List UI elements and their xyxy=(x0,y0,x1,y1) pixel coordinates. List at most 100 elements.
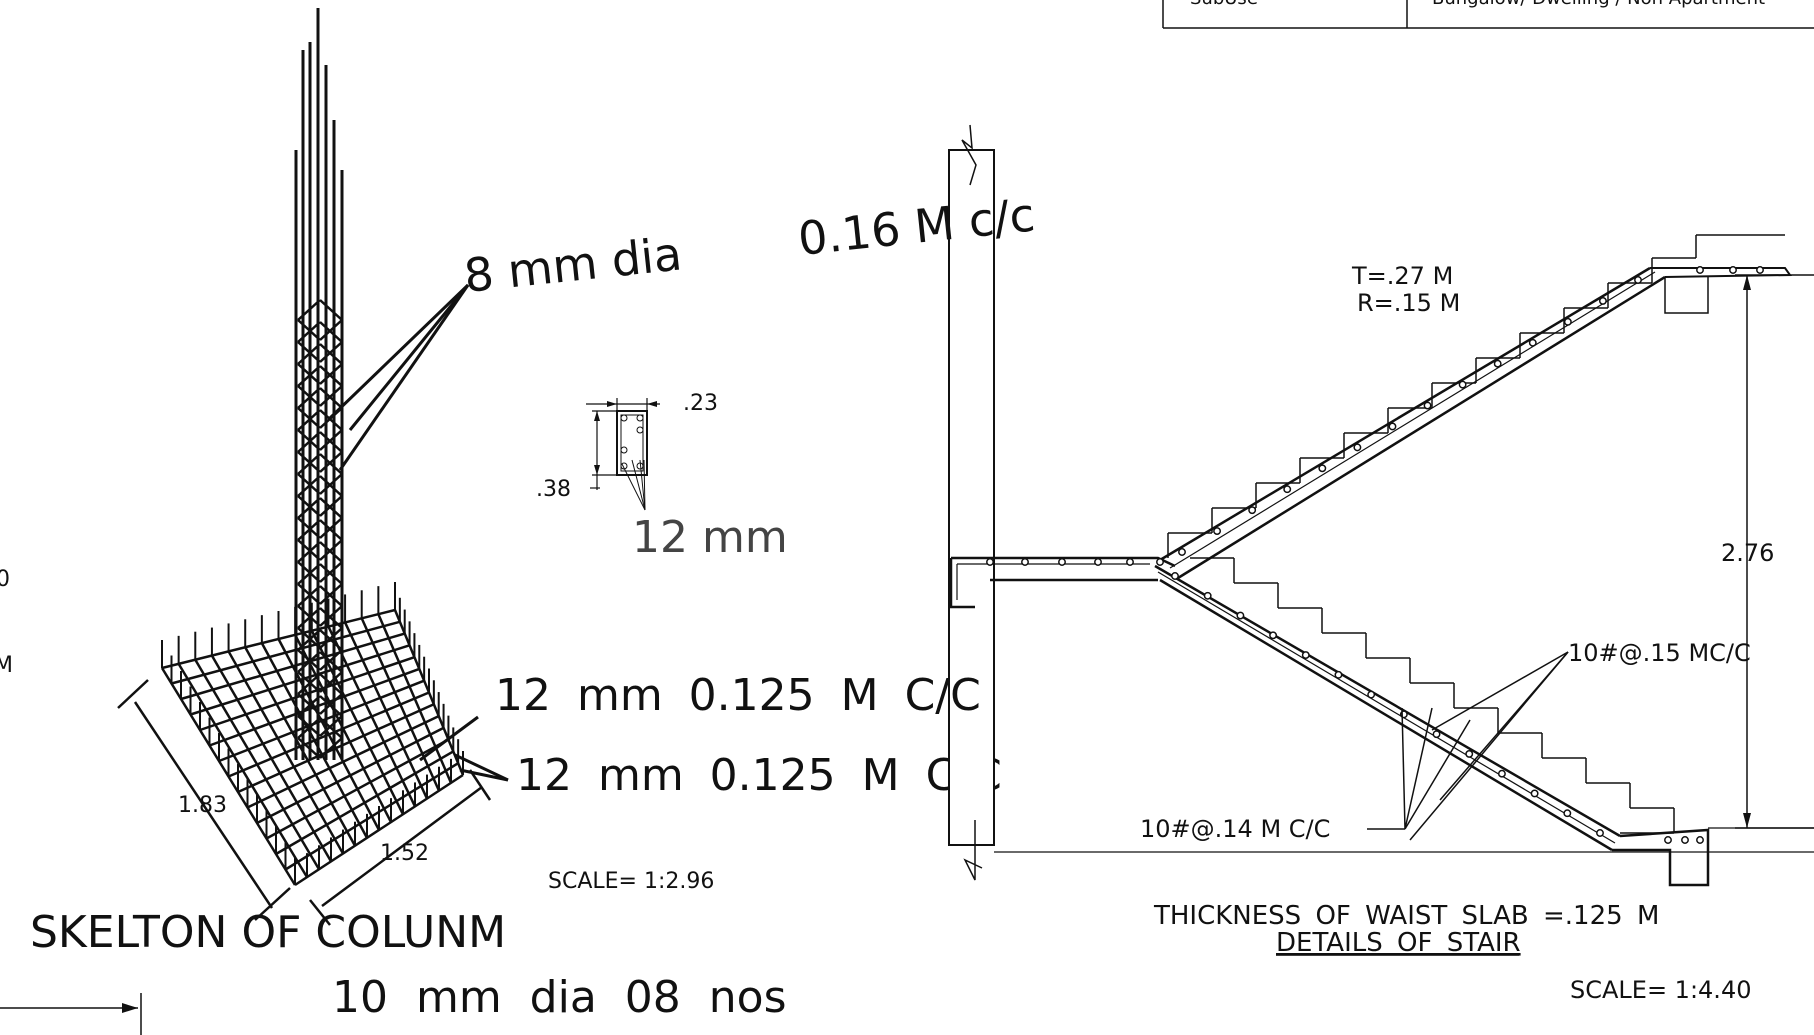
stirrup xyxy=(297,671,321,693)
column-leaders xyxy=(328,283,509,782)
rebar-dot xyxy=(1318,464,1327,473)
stirrup xyxy=(319,693,343,715)
stirrup xyxy=(297,431,321,453)
rebar-dot xyxy=(1634,276,1642,284)
stirrup xyxy=(319,319,343,341)
bar-top-label: 10#@.15 MC/C xyxy=(1568,639,1751,667)
stirrup xyxy=(319,671,343,693)
stirrup xyxy=(319,341,343,363)
stirrup xyxy=(319,495,343,517)
stirrup xyxy=(297,453,321,475)
stirrup xyxy=(297,605,321,627)
stirrup xyxy=(297,385,321,407)
stirrup xyxy=(297,497,321,519)
rebar-dot xyxy=(1598,296,1607,305)
stirrup xyxy=(319,409,343,431)
stair-scale: SCALE= 1:4.40 xyxy=(1570,976,1751,1004)
stirrup xyxy=(297,651,321,673)
stirrup xyxy=(319,365,343,387)
stirrup xyxy=(319,607,343,629)
mesh-label-1: 12 mm 0.125 M C/C xyxy=(495,670,981,721)
stirrup xyxy=(319,343,343,365)
rebar-dot xyxy=(1563,809,1572,818)
column-section xyxy=(586,398,660,511)
stirrup xyxy=(319,475,343,497)
stair-steps-lower xyxy=(1190,557,1675,834)
stirrup xyxy=(297,629,321,651)
rebar-dot xyxy=(1301,651,1310,660)
stirrup xyxy=(297,363,321,385)
section-depth-label: .38 xyxy=(536,477,571,502)
stirrup xyxy=(319,715,343,737)
mesh-bar xyxy=(265,738,450,840)
rebar-dot xyxy=(1756,266,1764,274)
rebar-dot xyxy=(986,558,994,566)
stirrup xyxy=(297,343,321,365)
rebar-dot xyxy=(1021,558,1029,566)
bar-bottom-label: 10#@.14 M C/C xyxy=(1140,815,1330,843)
stirrup xyxy=(297,407,321,429)
title-block-value: Bungalow/ Dwelling / Non Apartment xyxy=(1432,0,1765,9)
stirrup xyxy=(319,737,343,759)
stirrup xyxy=(297,517,321,539)
stair-leaders xyxy=(1367,651,1569,841)
stirrup xyxy=(297,627,321,649)
stirrup xyxy=(319,563,343,585)
rebar-dot xyxy=(1094,558,1102,566)
rebar-dot xyxy=(1530,789,1539,798)
stirrup xyxy=(297,519,321,541)
rebar-dot xyxy=(1458,380,1467,389)
footing-dimensions xyxy=(117,679,492,926)
rebar-dot xyxy=(1269,631,1278,640)
rebar-dot xyxy=(1497,769,1506,778)
edge-fragment-top: 0 xyxy=(0,567,10,592)
stirrup xyxy=(319,299,343,321)
stirrup xyxy=(319,431,343,453)
stirrup xyxy=(297,541,321,563)
rebar-dot xyxy=(1563,317,1572,326)
stirrup xyxy=(319,453,343,475)
tread-label: T=.27 M xyxy=(1351,262,1453,290)
stirrup xyxy=(297,585,321,607)
stirrup xyxy=(297,451,321,473)
footing-mesh xyxy=(160,582,465,887)
left-edge-fragments: 0 M xyxy=(0,567,142,1035)
rebar-dot xyxy=(1203,591,1212,600)
stirrup xyxy=(319,649,343,671)
rebar-dot xyxy=(1353,443,1362,452)
stirrup xyxy=(297,341,321,363)
stirrup xyxy=(297,473,321,495)
riser-label: R=.15 M xyxy=(1357,289,1460,317)
stirrup xyxy=(297,695,321,717)
mesh-bar xyxy=(237,703,435,794)
stirrup xyxy=(297,715,321,737)
stirrup xyxy=(319,387,343,409)
stirrup xyxy=(297,583,321,605)
rebar-dot xyxy=(1423,401,1432,410)
stirrup xyxy=(297,717,321,739)
stirrup xyxy=(319,695,343,717)
rebar-dot xyxy=(1283,485,1292,494)
stair-rebars xyxy=(986,266,1764,844)
stirrup xyxy=(319,627,343,649)
mesh-bar xyxy=(343,621,429,800)
column-cage xyxy=(294,8,344,760)
stirrup xyxy=(319,363,343,385)
mesh-bar xyxy=(377,613,453,784)
rebar-dot xyxy=(1236,611,1245,620)
rebar-dot xyxy=(1058,558,1066,566)
stirrup xyxy=(297,561,321,583)
mesh-bar xyxy=(284,762,459,871)
rebar-dot xyxy=(1126,558,1134,566)
wall-section xyxy=(948,124,995,881)
stirrup xyxy=(319,561,343,583)
rebar-dot xyxy=(1596,829,1604,837)
column-title: SKELTON OF COLUNM xyxy=(30,907,506,958)
stirrup xyxy=(297,299,321,321)
mesh-label-2: 12 mm 0.125 M C/C xyxy=(516,750,1002,801)
section-width-label: .23 xyxy=(683,391,718,416)
rebar-dot xyxy=(1465,749,1474,758)
waist-note: THICKNESS OF WAIST SLAB =.125 M xyxy=(1153,901,1659,931)
stirrup xyxy=(297,563,321,585)
mesh-bar xyxy=(360,617,441,792)
